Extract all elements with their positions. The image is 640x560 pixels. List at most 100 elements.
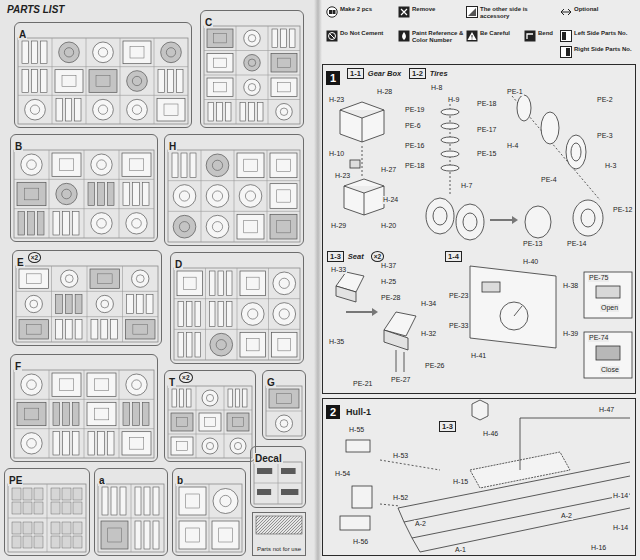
legend-text: Paint Reference & Color Number [412,30,468,44]
part-number: H-33 [330,266,347,274]
part-number: H-46 [482,430,499,438]
hatched-sample [256,516,302,534]
substep-header: 1-3Seat×2 [327,251,384,262]
page-fold [314,0,322,560]
step-reference-box: 1-3 [439,421,456,432]
sprue-drawing [174,268,300,360]
part-drawing [352,486,372,508]
part-number: PE-18 [476,100,497,108]
substep-header: 1-2Tires [409,68,449,79]
part-number: PE-33 [448,322,469,330]
part-number: H-27 [380,166,397,174]
part-number: A-1 [454,546,467,554]
step-frame: 2Hull-11-3 [322,398,636,556]
part-number: PE-2 [596,96,614,104]
sprue-letter: C [204,17,213,28]
seat-drawing [396,350,404,372]
legend-entry: Paint Reference & Color Number [398,30,468,44]
sprue-letter: b [176,475,184,486]
legend-icon [326,6,338,18]
tire-drawing [456,204,484,240]
substep-header: 1-4 [445,251,462,262]
part-number: H-40 [522,258,539,266]
tire-drawing [525,206,551,238]
sprue-frame: b [172,468,246,556]
sprue-frame: a [94,468,168,556]
seat-drawing [472,400,488,420]
part-number: PE-27 [390,376,411,384]
part-number: H-23 [328,96,345,104]
substep-number: 1-3 [327,251,344,262]
part-number: H-8 [430,84,443,92]
step-title: Hull-1 [345,407,372,417]
seat-drawing [384,330,408,350]
sprue-letter: G [266,377,276,388]
part-number: PE-26 [424,362,445,370]
sprue-letter: E [16,257,25,268]
part-number: H-39 [562,330,579,338]
part-number: PE-17 [476,126,497,134]
sprue-frame: F [10,354,158,462]
gearbox-drawing [340,102,384,142]
part-number: H-14 [612,492,629,500]
guide-line [362,146,363,176]
page-title: PARTS LIST [6,4,65,15]
substep-title: Tires [429,69,449,78]
sprue-drawing [18,38,188,124]
legend-icon [466,6,478,18]
ring-drawing [571,143,581,161]
hull-drawing [520,418,630,470]
ring-drawing [517,95,531,121]
part-number: Close [600,366,620,374]
arrow-shape [346,311,372,313]
sprue-drawing [168,150,300,242]
inset-box [584,332,632,378]
sprue-frame: H [164,134,304,246]
part-number: H-24 [382,196,399,204]
part-drawing [350,160,360,168]
part-number: H-38 [562,282,579,290]
substep-number: 1-1 [347,68,364,79]
sprue-drawing [98,484,164,552]
sprue-drawing [14,370,154,458]
part-number: H-10 [328,150,345,158]
sprue-letter: B [14,141,23,152]
sprue-drawing [16,266,158,342]
guide-line [450,104,451,196]
ring-drawing [566,135,586,169]
step-frame: 11-1Gear Box1-2Tires1-3Seat×21-4 [322,64,636,394]
part-number: H-35 [328,338,345,346]
legend-entry: Make 2 pcs [326,6,396,18]
legend-icon [398,30,410,42]
legend-entry: The other side is accessory [466,6,558,20]
sprue-letter: A [18,29,27,40]
legend-text: Make 2 pcs [340,6,396,13]
tire-drawing [433,207,447,225]
legend-icon [524,30,536,42]
sprue-drawing [266,386,302,436]
sprue-frame: A [14,22,192,128]
note-box: Parts not for use [252,512,306,556]
sprue-frame: E×2 [12,250,162,346]
part-number: PE-1 [506,88,524,96]
right-page [322,0,640,560]
substep-number: 1-4 [445,251,462,262]
legend-icon [398,6,410,18]
legend-entry: Do Not Cement [326,30,396,42]
part-number: PE-16 [404,142,425,150]
legend-text: Do Not Cement [340,30,396,37]
legend-icon [560,6,572,18]
part-drawing [596,346,620,360]
arrow-shape [490,219,512,221]
sprue-letter: F [14,361,22,372]
part-number: H-56 [352,538,369,546]
arrow-shape [512,216,518,224]
sprue-frame: Decal [250,446,306,508]
legend-text: Optional [574,6,634,13]
part-number: PE-19 [404,106,425,114]
part-number: H-7 [460,182,473,190]
step-number: 1 [326,71,340,85]
part-number: H-4 [506,142,519,150]
